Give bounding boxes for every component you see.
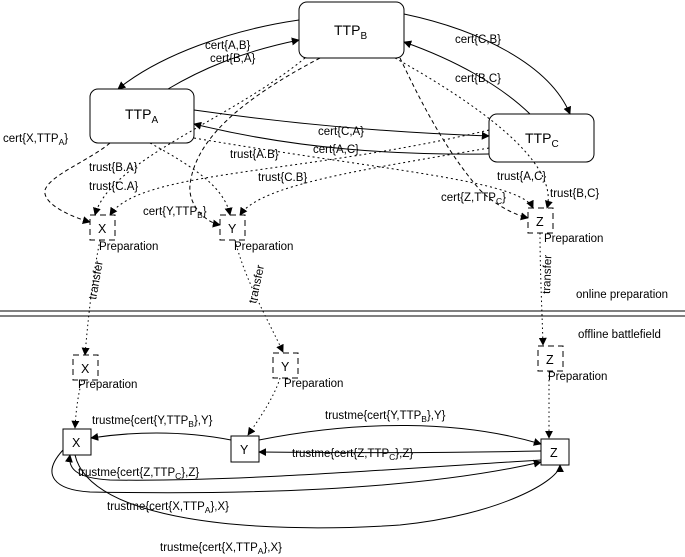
svg-text:TTPA: TTPA <box>125 106 158 126</box>
y-battlefield-label: Y <box>240 443 249 457</box>
online-preparation-label: online preparation <box>576 289 668 301</box>
label-trustme-xz-1: trustme{cert{X,TTPA},X} <box>107 501 229 515</box>
x-prep-preparation: Preparation <box>99 241 158 253</box>
edge-y-prep-to-y <box>247 377 281 436</box>
x-battlefield-label: X <box>72 436 81 450</box>
edge-trustme-xz-2 <box>74 454 564 529</box>
svg-text:TTPC: TTPC <box>525 130 559 150</box>
y-offline-prep-node: Y Preparation <box>272 352 343 390</box>
label-trust-bc: trust{B,C} <box>550 188 599 200</box>
edge-trust-ca <box>109 129 490 216</box>
edge-trustme-zx <box>64 454 542 481</box>
edge-cert-cb <box>403 13 571 115</box>
edge-trustme-zy <box>258 448 542 457</box>
label-trustme-yz: trustme{cert{Y,TTPB},Y} <box>325 410 446 424</box>
edge-cert-ba <box>167 37 300 90</box>
label-cert-ac: cert{A,C} <box>313 144 359 156</box>
edge-trust-cb <box>239 147 490 216</box>
ttp-a-base: TTP <box>125 106 151 122</box>
edge-cert-bc <box>403 40 531 115</box>
label-cert-bc: cert{B,C} <box>455 73 501 85</box>
edge-cert-ca <box>193 109 490 140</box>
z-prep-node: Z Preparation <box>527 207 603 245</box>
label-trust-cb: trust{C.B} <box>258 172 307 184</box>
edge-cert-y <box>189 57 321 228</box>
z-offline-preparation: Preparation <box>548 371 607 383</box>
ttp-b-base: TTP <box>334 22 360 38</box>
offline-battlefield-label: offline battlefield <box>578 329 661 341</box>
ttp-a-sub: A <box>151 115 158 126</box>
x-prep-label: X <box>98 222 107 236</box>
label-cert-ca: cert{C,A} <box>318 126 364 138</box>
label-trust-ca: trust{C.A} <box>89 181 138 193</box>
label-cert-ba: cert{B,A} <box>210 53 256 65</box>
edge-cert-ab <box>117 19 300 90</box>
x-offline-prep-node: X Preparation <box>72 354 137 391</box>
y-prep-label: Y <box>228 222 237 236</box>
ttp-c-node: TTPC <box>488 113 595 163</box>
label-transfer-z: transfer <box>541 255 554 295</box>
z-battlefield-node: Z <box>540 438 570 466</box>
x-battlefield-node: X <box>62 428 92 456</box>
label-cert-ab: cert{A,B} <box>205 40 251 52</box>
z-offline-prep-node: Z Preparation <box>537 345 607 383</box>
y-prep-preparation: Preparation <box>234 241 293 253</box>
label-cert-x: cert{X,TTPA} <box>3 133 68 147</box>
label-cert-z: cert{Z,TTPC} <box>441 192 506 206</box>
edge-trust-bc <box>394 57 553 209</box>
svg-text:TTPB: TTPB <box>334 22 367 42</box>
z-prep-preparation: Preparation <box>544 233 603 245</box>
z-prep-label: Z <box>536 215 544 229</box>
x-prep-node: X Preparation <box>89 214 158 253</box>
edge-trust-ab <box>149 142 233 216</box>
label-transfer-y: transfer <box>247 264 267 305</box>
edge-trust-ba <box>93 57 306 216</box>
label-trust-ba: trust{B.A} <box>89 162 138 174</box>
edge-cert-x <box>44 142 111 225</box>
y-battlefield-node: Y <box>230 435 260 463</box>
ttp-a-node: TTPA <box>89 88 195 144</box>
edge-trustme-xz-1 <box>51 449 542 494</box>
label-trustme-yx: trustme{cert{Y,TTPB},Y} <box>92 415 213 429</box>
edge-trust-ac <box>193 137 534 209</box>
label-cert-cb: cert{C,B} <box>455 34 501 46</box>
label-trust-ab: trust{A.B} <box>230 149 279 161</box>
ttp-c-sub: C <box>551 139 558 150</box>
label-trustme-zx: trustme{cert{Z,TTPC},Z} <box>78 467 199 481</box>
label-cert-y: cert{Y,TTPB} <box>143 206 207 220</box>
x-offline-prep-label: X <box>81 362 90 376</box>
ttp-c-base: TTP <box>525 130 551 146</box>
y-offline-preparation: Preparation <box>284 378 343 390</box>
label-trustme-zy: trustme{cert{Z,TTPC},Z} <box>292 448 413 462</box>
edge-trustme-yx <box>90 432 232 441</box>
z-offline-prep-label: Z <box>546 353 554 367</box>
label-trustme-xz-2: trustme{cert{X,TTPA},X} <box>160 542 282 556</box>
y-offline-prep-label: Y <box>281 360 290 374</box>
label-trust-ac: trust{A,C} <box>497 171 546 183</box>
z-battlefield-label: Z <box>550 446 558 460</box>
ttp-b-sub: B <box>360 31 367 42</box>
edge-transfer-x <box>81 239 101 356</box>
x-offline-preparation: Preparation <box>78 379 137 391</box>
edge-transfer-y <box>234 239 284 353</box>
y-prep-node: Y Preparation <box>219 214 293 253</box>
edge-cert-z <box>399 57 529 221</box>
ttp-b-node: TTPB <box>298 1 405 59</box>
edge-x-prep-to-x <box>71 379 83 429</box>
edge-trustme-yz <box>258 424 542 446</box>
label-transfer-x: transfer <box>87 260 106 301</box>
